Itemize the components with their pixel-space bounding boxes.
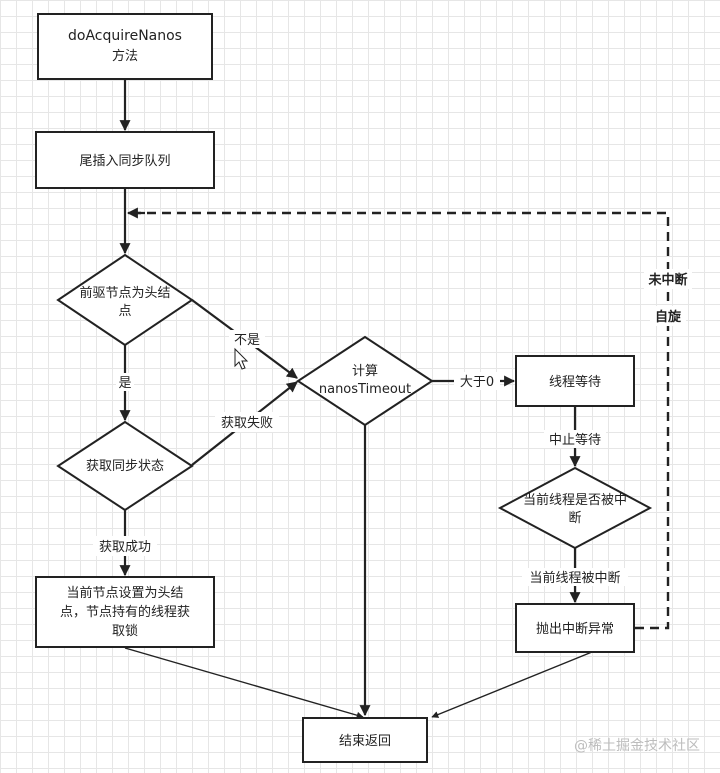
- node-calc-line1: 计算: [352, 364, 378, 379]
- node-acquire-label: 获取同步状态: [86, 459, 164, 474]
- node-enqueue: 尾插入同步队列: [35, 131, 215, 189]
- node-acquire: 获取同步状态: [56, 420, 194, 512]
- edge-throw-end: [431, 651, 593, 718]
- node-interrupted-check-line1: 当前线程是否被中: [523, 492, 627, 508]
- node-set-head: 当前节点设置为头结 点，节点持有的线程获 取锁: [35, 576, 215, 648]
- label-stop-wait: 中止等待: [549, 432, 601, 448]
- node-park: 线程等待: [515, 355, 635, 407]
- label-yes: 是: [118, 376, 131, 391]
- node-calc: 计算 nanosTimeout: [296, 335, 434, 427]
- node-park-label: 线程等待: [549, 374, 601, 390]
- node-calc-line2: nanosTimeout: [319, 382, 411, 397]
- node-throw-label: 抛出中断异常: [536, 622, 614, 637]
- node-start-line1: doAcquireNanos: [68, 28, 182, 44]
- label-not-yes: 不是: [234, 333, 260, 348]
- node-set-head-line3: 取锁: [112, 623, 138, 639]
- node-throw: 抛出中断异常: [515, 603, 635, 653]
- label-acquire-success: 获取成功: [99, 540, 151, 555]
- node-pred-is-head-line2: 点: [118, 304, 131, 319]
- label-spin: 自旋: [655, 309, 682, 325]
- node-pred-is-head-line1: 前驱节点为头结: [79, 285, 170, 301]
- node-interrupted-check-line2: 断: [568, 511, 581, 526]
- edge-spin-loop: [130, 211, 670, 630]
- node-pred-is-head: 前驱节点为头结 点: [56, 253, 194, 347]
- label-not-interrupted: 未中断: [647, 272, 687, 288]
- node-enqueue-label: 尾插入同步队列: [79, 154, 170, 169]
- node-interrupted-check: 当前线程是否被中 断: [497, 466, 653, 550]
- mouse-cursor-icon: [234, 347, 249, 370]
- label-is-interrupted: 当前线程被中断: [529, 570, 620, 586]
- edge-sethead-end: [124, 647, 364, 719]
- watermark: @稀土掘金技术社区: [574, 738, 700, 754]
- node-set-head-line2: 点，节点持有的线程获: [60, 604, 190, 620]
- label-acquire-fail: 获取失败: [221, 416, 273, 431]
- node-end-label: 结束返回: [339, 734, 391, 749]
- node-end: 结束返回: [302, 717, 428, 763]
- label-gt-zero: 大于0: [460, 375, 494, 390]
- node-start-line2: 方法: [112, 48, 138, 64]
- node-start: doAcquireNanos 方法: [37, 13, 213, 80]
- node-set-head-line1: 当前节点设置为头结: [66, 585, 183, 601]
